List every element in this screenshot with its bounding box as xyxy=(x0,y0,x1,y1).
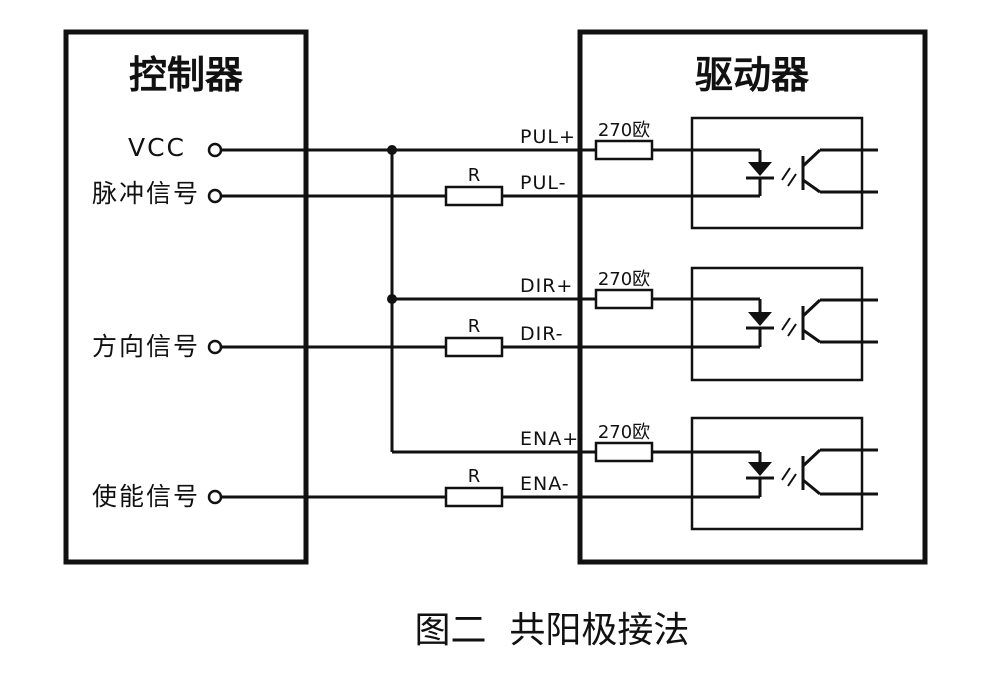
resistor-270-ena xyxy=(594,441,654,463)
signal-label-vcc: VCC xyxy=(128,133,186,162)
optocoupler-pul xyxy=(690,116,878,230)
driver-box xyxy=(577,29,928,565)
optocoupler-ena xyxy=(690,416,878,531)
resistor-label-270: 270欧 xyxy=(598,422,650,443)
optocoupler-dir xyxy=(690,266,878,382)
signal-label-direction: 方向信号 xyxy=(92,332,200,361)
resistor-label-r: R xyxy=(468,316,481,337)
resistor-r-direction xyxy=(444,336,504,358)
terminal-enable xyxy=(207,489,223,505)
pin-label-pul-plus: PUL+ xyxy=(520,126,576,148)
pin-label-ena-minus: ENA- xyxy=(520,473,570,495)
terminal-vcc xyxy=(207,142,223,158)
resistor-r-pulse xyxy=(444,185,504,207)
resistor-label-270: 270欧 xyxy=(598,269,650,290)
terminal-pulse xyxy=(207,188,223,204)
pin-label-dir-minus: DIR- xyxy=(520,323,564,345)
resistor-label-r: R xyxy=(468,466,481,487)
pin-label-dir-plus: DIR+ xyxy=(520,275,573,297)
controller-box xyxy=(63,29,309,565)
resistor-label-270: 270欧 xyxy=(598,120,650,141)
pin-label-ena-plus: ENA+ xyxy=(520,428,579,450)
resistor-270-dir xyxy=(594,288,654,310)
signal-label-pulse: 脉冲信号 xyxy=(92,179,200,208)
resistor-r-enable xyxy=(444,486,504,508)
figure-caption: 图二 共阳极接法 xyxy=(415,610,690,651)
pin-label-pul-minus: PUL- xyxy=(520,172,566,194)
driver-title: 驱动器 xyxy=(695,53,810,97)
signal-label-enable: 使能信号 xyxy=(92,482,200,511)
terminal-direction xyxy=(207,339,223,355)
resistor-label-r: R xyxy=(468,165,481,186)
controller-title: 控制器 xyxy=(129,53,244,97)
resistor-270-pul xyxy=(594,139,654,161)
